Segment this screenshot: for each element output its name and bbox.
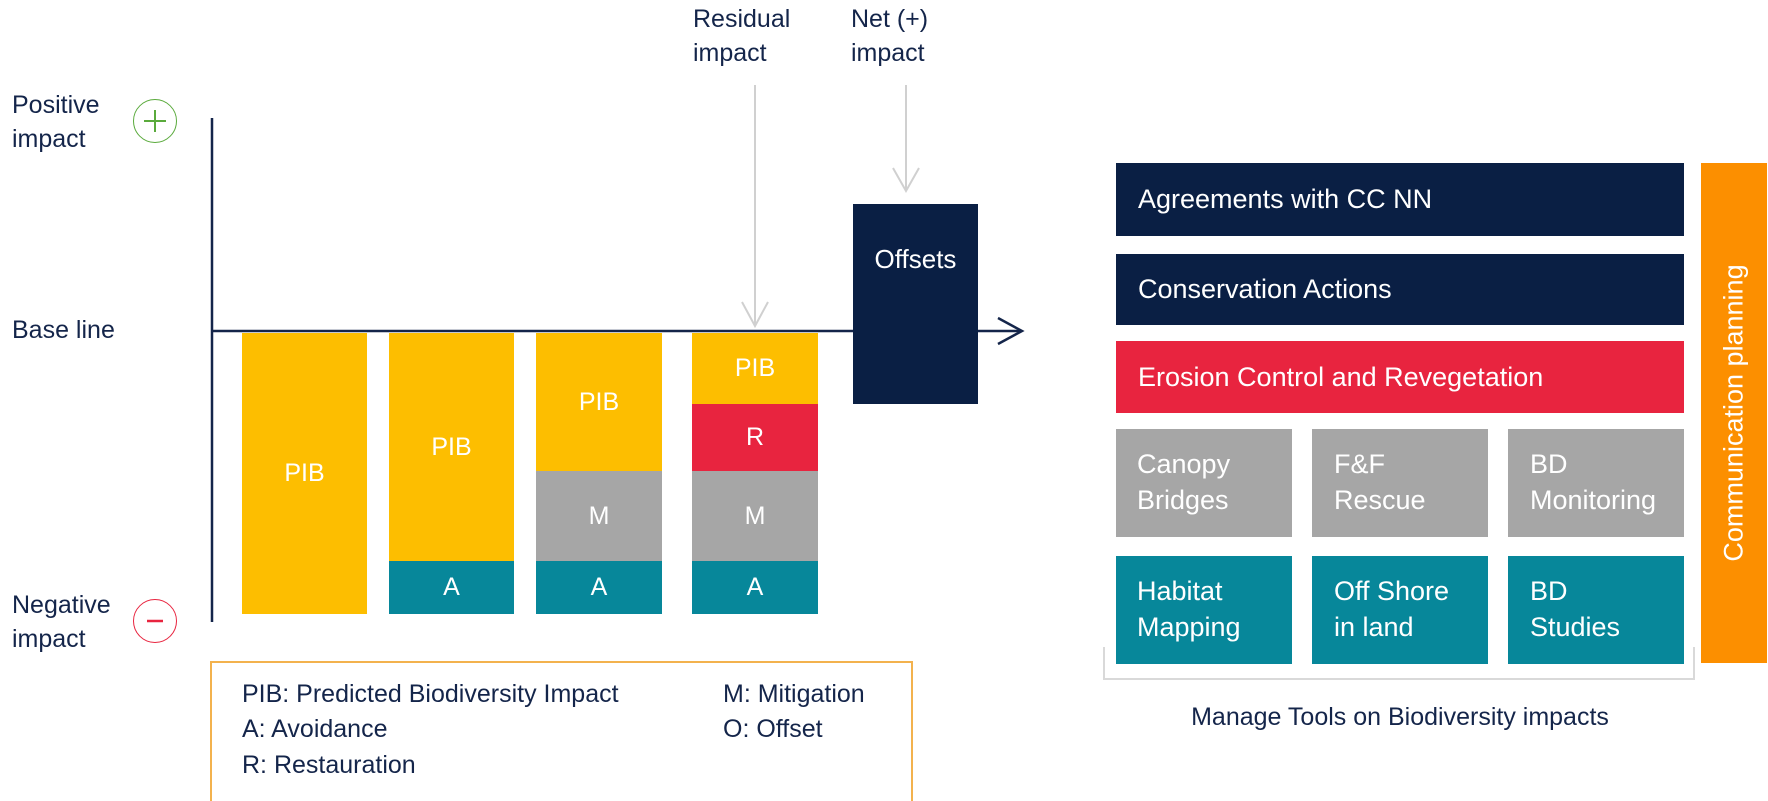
- tool-conservation-actions: Conservation Actions: [1116, 254, 1684, 325]
- communication-planning-label: Communication planning: [1718, 264, 1749, 562]
- legend-restauration: R: Restauration: [242, 751, 416, 779]
- tool-bd-studies: BD Studies: [1508, 556, 1684, 664]
- communication-planning-column: Communication planning: [1701, 163, 1767, 663]
- bar2-pib-segment: PIB: [389, 333, 514, 561]
- positive-impact-label: Positive impact: [12, 91, 100, 153]
- net-impact-label: Net (+) impact: [851, 5, 929, 67]
- legend-box: PIB: Predicted Biodiversity Impact A: Av…: [210, 661, 913, 801]
- residual-impact-label: Residual impact: [693, 5, 791, 67]
- plus-circle-icon: [133, 99, 177, 143]
- offsets-bar: Offsets: [853, 204, 978, 404]
- bar4-avoidance-segment: A: [692, 561, 818, 614]
- legend-avoidance: A: Avoidance: [242, 715, 388, 743]
- bar3-mitigation-segment: M: [536, 471, 662, 561]
- bar3-avoidance-segment: A: [536, 561, 662, 614]
- net-arrowhead: [892, 167, 920, 194]
- tool-agreements: Agreements with CC NN: [1116, 163, 1684, 236]
- bar4-pib-segment: PIB: [692, 333, 818, 404]
- bar4-restauration-segment: R: [692, 404, 818, 471]
- tool-ff-rescue: F&F Rescue: [1312, 429, 1488, 537]
- tool-erosion-control: Erosion Control and Revegetation: [1116, 341, 1684, 413]
- bar1-pib-segment: PIB: [242, 333, 367, 614]
- tools-caption: Manage Tools on Biodiversity impacts: [1191, 703, 1609, 731]
- tool-habitat-mapping: Habitat Mapping: [1116, 556, 1292, 664]
- base-line-arrowhead: [997, 316, 1025, 346]
- legend-pib: PIB: Predicted Biodiversity Impact: [242, 680, 619, 708]
- bar3-pib-segment: PIB: [536, 333, 662, 471]
- base-line-label: Base line: [12, 316, 115, 344]
- bar4-mitigation-segment: M: [692, 471, 818, 561]
- negative-impact-label: Negative impact: [12, 591, 111, 653]
- legend-mitigation: M: Mitigation: [723, 680, 865, 708]
- legend-offset: O: Offset: [723, 715, 823, 743]
- minus-circle-icon: [133, 599, 177, 643]
- tool-offshore: Off Shore in land: [1312, 556, 1488, 664]
- tool-bd-monitoring: BD Monitoring: [1508, 429, 1684, 537]
- residual-arrowhead: [741, 301, 769, 329]
- tool-canopy-bridges: Canopy Bridges: [1116, 429, 1292, 537]
- bar2-avoidance-segment: A: [389, 561, 514, 614]
- tools-bracket: [1103, 647, 1695, 680]
